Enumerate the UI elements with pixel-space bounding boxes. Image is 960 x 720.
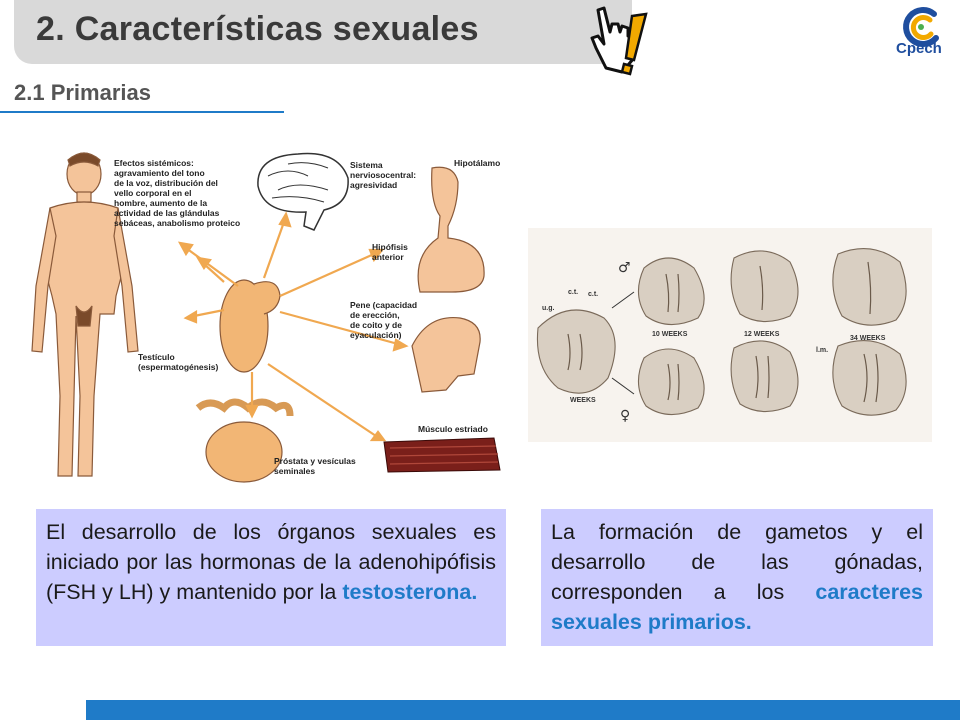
subtitle-underline (0, 111, 284, 113)
label-10-weeks: 10 WEEKS (652, 331, 688, 338)
hypothalamus-illustration (417, 166, 485, 293)
label-weeks: WEEKS (570, 397, 596, 404)
highlight-caracteres: caracteres sexuales primarios. (551, 580, 923, 635)
pointing-hand-icon (590, 6, 648, 76)
label-ct-2: c.t. (588, 291, 598, 298)
male-hormone-diagram: Efectos sistémicos: agravamiento del ton… (31, 152, 501, 483)
footer-bar (86, 700, 960, 720)
page-title: 2. Características sexuales (36, 10, 479, 48)
label-hipofisis: Hipófisis anterior (372, 242, 410, 262)
female-symbol: ♀ (620, 408, 630, 424)
info-text-left: El desarrollo de los órganos sexuales es… (46, 520, 496, 605)
info-text-right: La formación de gametos y el desarrollo … (551, 520, 923, 605)
label-prostata: Próstata y vesículas seminales (274, 456, 358, 476)
brain-illustration (257, 152, 349, 231)
hormone-arrows (177, 211, 409, 442)
label-12-weeks: 12 WEEKS (744, 331, 780, 338)
male-body-figure (31, 152, 139, 477)
logo-text: Cpech (896, 40, 942, 57)
info-box-right: La formación de gametos y el desarrollo … (541, 509, 933, 646)
label-34-weeks: 34 WEEKS (850, 335, 886, 342)
title-bar (14, 0, 632, 64)
highlight-testosterona: testosterona. (342, 580, 478, 605)
info-box-left: El desarrollo de los órganos sexuales es… (36, 509, 506, 646)
section-subtitle: 2.1 Primarias (14, 80, 151, 105)
label-lm: l.m. (816, 347, 828, 354)
penis-illustration (411, 316, 481, 393)
male-symbol: ♂ (618, 260, 631, 276)
label-ct-1: c.t. (568, 289, 578, 296)
genital-development-diagram: 10 WEEKS 12 WEEKS 34 WEEKS WEEKS c.t. c.… (528, 228, 932, 442)
label-hipotalamo: Hipotálamo (454, 158, 500, 168)
label-musculo: Músculo estriado (418, 424, 488, 434)
label-sistema: Sistema nerviosocentral: agresividad (350, 160, 419, 190)
label-efectos: Efectos sistémicos: agravamiento del ton… (114, 158, 240, 228)
label-ug: u.g. (542, 305, 554, 312)
muscle-illustration (383, 437, 501, 473)
embryo-illustrations (536, 248, 907, 416)
label-pene: Pene (capacidad de erección, de coito y … (350, 300, 419, 340)
cpech-logo-icon (903, 7, 939, 47)
testicle-illustration (219, 279, 281, 373)
label-testiculo: Testículo (espermatogénesis) (138, 352, 218, 372)
growth-arrows (611, 291, 635, 395)
